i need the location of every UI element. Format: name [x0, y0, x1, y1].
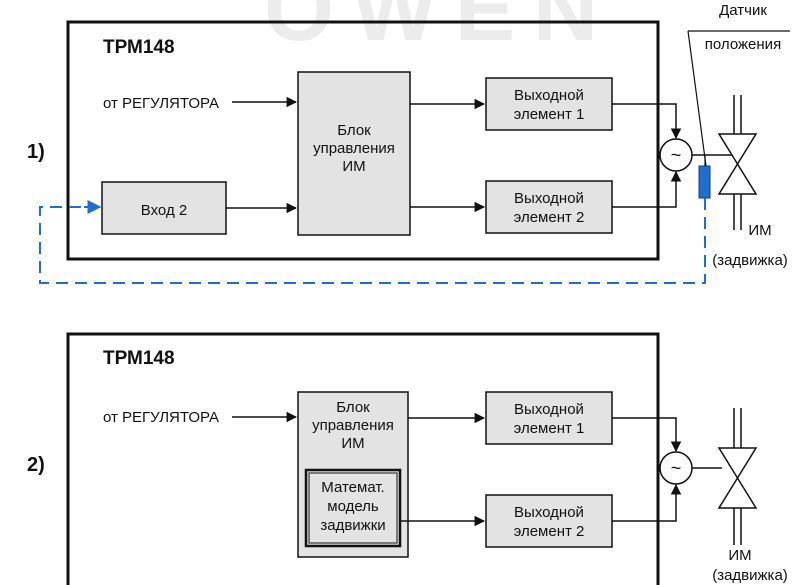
device-title-2: ТРМ148 — [103, 348, 175, 369]
control-block-1-line2: управления — [313, 140, 395, 157]
sensor-label-leader — [687, 30, 707, 167]
control-block-1-line1: Блок — [337, 122, 371, 139]
feedback-line — [39, 198, 706, 284]
summing-node-2-symbol: ~ — [671, 458, 682, 478]
summing-node-1-symbol: ~ — [671, 145, 682, 165]
device-frame-2 — [66, 332, 660, 585]
control-block-1 — [297, 71, 411, 236]
output-element-1-d2-line1: Выходной — [514, 401, 584, 418]
control-block-2-line3: ИМ — [341, 435, 364, 452]
output-element-1-d1 — [485, 77, 613, 131]
control-block-1-line3: ИМ — [342, 158, 365, 175]
output-element-1-d1-line2: элемент 1 — [514, 106, 585, 123]
diagram-2: 2) ТРМ148 от РЕГУЛЯТОРА Блок управления … — [27, 332, 788, 585]
output-element-2-d2 — [485, 494, 613, 548]
valve-icon-1 — [717, 95, 758, 230]
wire-output1-to-node-1 — [612, 103, 682, 140]
output-element-1-d2 — [485, 391, 613, 445]
control-block-2-line1: Блок — [336, 399, 370, 416]
watermark-logo: OWEN — [264, 0, 616, 60]
actuator-label-1-line1: ИМ — [748, 222, 771, 239]
wire-output1-to-node-2 — [612, 417, 682, 453]
control-block-2-line2: управления — [312, 417, 394, 434]
valve-icon-2 — [717, 408, 758, 545]
position-sensor — [698, 165, 711, 199]
actuator-label-2-line1: ИМ — [728, 547, 751, 564]
math-model-line2: модель — [327, 498, 379, 515]
math-model-line3: задвижки — [320, 517, 385, 534]
device-title-1: ТРМ148 — [103, 37, 175, 58]
sensor-label-line1: Датчик — [719, 2, 767, 19]
output-element-2-d1-line1: Выходной — [514, 190, 584, 207]
actuator-label-2-line2: (задвижка) — [712, 567, 788, 584]
wire-output2-to-node-2 — [612, 483, 682, 522]
wire-output2-to-node-1 — [612, 170, 682, 208]
input-label-regulator-1: от РЕГУЛЯТОРА — [103, 95, 219, 112]
device-frame-1 — [66, 20, 660, 261]
math-model-block — [304, 468, 402, 548]
diagram-1: 1) ТРМ148 от РЕГУЛЯТОРА Вход 2 Блок упра… — [27, 2, 790, 284]
input2-block — [101, 181, 227, 235]
input2-label: Вход 2 — [141, 202, 187, 219]
output-element-2-d2-line2: элемент 2 — [514, 523, 585, 540]
math-model-block-inner — [308, 472, 398, 544]
input-label-regulator-2: от РЕГУЛЯТОРА — [103, 409, 219, 426]
actuator-label-1-line2: (задвижка) — [712, 252, 788, 269]
output-element-2-d1 — [485, 180, 613, 234]
diagram-2-number: 2) — [27, 454, 45, 476]
sensor-label-line2: положения — [705, 36, 781, 53]
output-element-1-d1-line1: Выходной — [514, 87, 584, 104]
output-element-2-d1-line2: элемент 2 — [514, 209, 585, 226]
output-element-1-d2-line2: элемент 1 — [514, 420, 585, 437]
output-element-2-d2-line1: Выходной — [514, 504, 584, 521]
math-model-line1: Математ. — [321, 479, 384, 496]
diagram-1-number: 1) — [27, 141, 45, 163]
